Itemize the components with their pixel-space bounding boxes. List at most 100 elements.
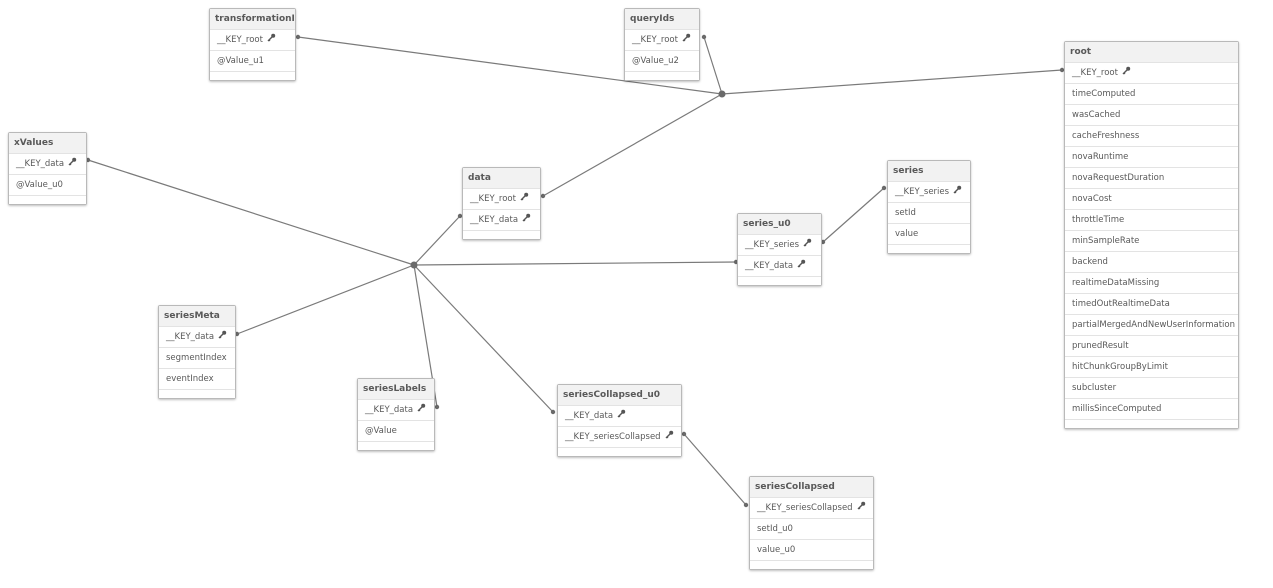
association-line[interactable] [822, 187, 885, 243]
key-field[interactable]: __KEY_root [463, 188, 540, 209]
key-field[interactable]: __KEY_data [738, 255, 821, 276]
field-label: value [895, 229, 919, 239]
table-queryIds[interactable]: queryIds__KEY_root@Value_u2 [624, 8, 700, 81]
field-label: __KEY_series [895, 187, 950, 197]
table-seriesCollapsed[interactable]: seriesCollapsed__KEY_seriesCollapsed setI… [749, 476, 874, 570]
table-footer [888, 244, 970, 253]
table-footer [463, 230, 540, 239]
field[interactable]: novaRequestDuration [1065, 167, 1238, 188]
table-series_u0[interactable]: series_u0 __KEY_series __KEY_data [737, 213, 822, 286]
table-name: seriesCollapsed_u0 [558, 385, 681, 405]
field-label: __KEY_data [470, 215, 519, 225]
field[interactable]: throttleTime [1065, 209, 1238, 230]
field-label: __KEY_series [745, 240, 800, 250]
field-label: backend [1072, 257, 1108, 267]
field[interactable]: subcluster [1065, 377, 1238, 398]
association-line[interactable] [236, 264, 415, 335]
link-endpoint [743, 502, 749, 508]
field-label: prunedResult [1072, 341, 1129, 351]
field[interactable]: value_u0 [750, 539, 873, 560]
field[interactable]: novaCost [1065, 188, 1238, 209]
table-name: series [888, 161, 970, 181]
link-endpoint [701, 34, 707, 40]
key-field[interactable]: __KEY_data [358, 399, 434, 420]
key-field[interactable]: __KEY_series [738, 234, 821, 255]
field[interactable]: value [888, 223, 970, 244]
table-transformationIds[interactable]: transformationIds__KEY_root@Value_u1 [209, 8, 296, 81]
key-field[interactable]: __KEY_series [888, 181, 970, 202]
table-footer [750, 560, 873, 569]
field[interactable]: novaRuntime [1065, 146, 1238, 167]
association-line[interactable] [413, 264, 554, 413]
table-name: transformationIds [210, 9, 295, 29]
field[interactable]: segmentIndex [159, 347, 235, 368]
association-line[interactable] [683, 433, 747, 506]
field[interactable]: timedOutRealtimeData [1065, 293, 1238, 314]
field[interactable]: setId [888, 202, 970, 223]
field[interactable]: @Value_u2 [625, 50, 699, 71]
key-field[interactable]: __KEY_seriesCollapsed [558, 426, 681, 447]
table-footer [358, 441, 434, 450]
key-icon [953, 182, 962, 202]
key-field[interactable]: __KEY_seriesCollapsed [750, 497, 873, 518]
table-name: seriesCollapsed [750, 477, 873, 497]
table-seriesLabels[interactable]: seriesLabels__KEY_data@Value [357, 378, 435, 451]
field[interactable]: realtimeDataMissing [1065, 272, 1238, 293]
table-series[interactable]: series __KEY_series setId value [887, 160, 971, 254]
association-line[interactable] [703, 36, 723, 95]
table-seriesCollapsed_u0[interactable]: seriesCollapsed_u0__KEY_data __KEY_series… [557, 384, 682, 457]
association-line[interactable] [413, 215, 461, 266]
field-label: __KEY_root [632, 35, 678, 45]
key-field[interactable]: __KEY_data [9, 153, 86, 174]
field[interactable]: eventIndex [159, 368, 235, 389]
association-line[interactable] [297, 36, 723, 95]
field-label: millisSinceComputed [1072, 404, 1162, 414]
key-field[interactable]: __KEY_root [1065, 62, 1238, 83]
field[interactable]: prunedResult [1065, 335, 1238, 356]
synthetic-key-hub[interactable] [718, 90, 726, 98]
association-line[interactable] [413, 261, 737, 266]
table-data[interactable]: data__KEY_root__KEY_data [462, 167, 541, 240]
association-line[interactable] [542, 93, 723, 197]
field[interactable]: timeComputed [1065, 83, 1238, 104]
field[interactable]: setId_u0 [750, 518, 873, 539]
field-label: @Value_u0 [16, 180, 63, 190]
field-label: __KEY_seriesCollapsed [565, 432, 661, 442]
key-field[interactable]: __KEY_root [625, 29, 699, 50]
table-xValues[interactable]: xValues__KEY_data@Value_u0 [8, 132, 87, 205]
table-name: series_u0 [738, 214, 821, 234]
association-line[interactable] [721, 69, 1063, 95]
association-line[interactable] [87, 159, 415, 266]
field[interactable]: cacheFreshness [1065, 125, 1238, 146]
synthetic-key-hub[interactable] [410, 261, 418, 269]
field[interactable]: hitChunkGroupByLimit [1065, 356, 1238, 377]
link-endpoint [434, 404, 440, 410]
field-label: timedOutRealtimeData [1072, 299, 1170, 309]
key-icon [68, 154, 77, 174]
table-name: root [1065, 42, 1238, 62]
field-label: cacheFreshness [1072, 131, 1140, 141]
link-endpoint [681, 431, 687, 437]
field[interactable]: minSampleRate [1065, 230, 1238, 251]
field[interactable]: wasCached [1065, 104, 1238, 125]
field-label: @Value [365, 426, 397, 436]
key-field[interactable]: __KEY_root [210, 29, 295, 50]
field[interactable]: partialMergedAndNewUserInformation [1065, 314, 1238, 335]
key-field[interactable]: __KEY_data [558, 405, 681, 426]
field[interactable]: millisSinceComputed [1065, 398, 1238, 419]
key-field[interactable]: __KEY_data [463, 209, 540, 230]
field-label: setId_u0 [757, 524, 793, 534]
field[interactable]: @Value [358, 420, 434, 441]
key-field[interactable]: __KEY_data [159, 326, 235, 347]
field-label: __KEY_root [470, 194, 516, 204]
key-icon [803, 235, 812, 255]
field[interactable]: @Value_u0 [9, 174, 86, 195]
field-label: novaRequestDuration [1072, 173, 1165, 183]
field-label: novaCost [1072, 194, 1112, 204]
field[interactable]: backend [1065, 251, 1238, 272]
field[interactable]: @Value_u1 [210, 50, 295, 71]
